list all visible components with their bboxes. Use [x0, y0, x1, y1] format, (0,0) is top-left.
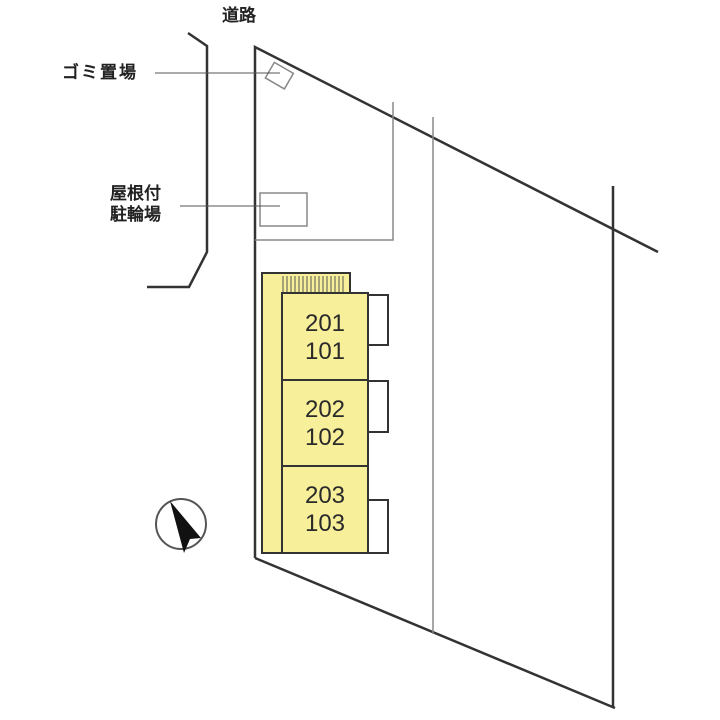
- unit-101: 101: [304, 338, 346, 365]
- garbage-area: [264, 61, 295, 90]
- garbage-area-label: ゴミ置場: [62, 63, 138, 83]
- balcony-1: [367, 294, 389, 346]
- unit-201: 201: [304, 310, 346, 337]
- inner-area-outline: [255, 102, 394, 241]
- building: [261, 272, 389, 554]
- bike-parking-label-line2: 駐輪場: [110, 205, 161, 225]
- road-edge-line: [147, 31, 209, 289]
- bike-parking-area: [259, 192, 308, 227]
- balcony-3: [367, 499, 389, 554]
- unit-block-3: [281, 465, 369, 554]
- road-label: 道路: [222, 6, 256, 26]
- unit-102: 102: [304, 424, 346, 451]
- unit-202: 202: [304, 396, 346, 423]
- unit-103: 103: [304, 510, 346, 537]
- stairs: [282, 276, 344, 292]
- north-arrow-icon: [155, 498, 207, 553]
- unit-block-1: [281, 292, 369, 381]
- site-boundary-bottom: [254, 556, 616, 710]
- balcony-2: [367, 380, 389, 433]
- unit-203: 203: [304, 482, 346, 509]
- bike-parking-label-line1: 屋根付: [110, 184, 161, 204]
- site-boundary-left-top: [253, 44, 659, 558]
